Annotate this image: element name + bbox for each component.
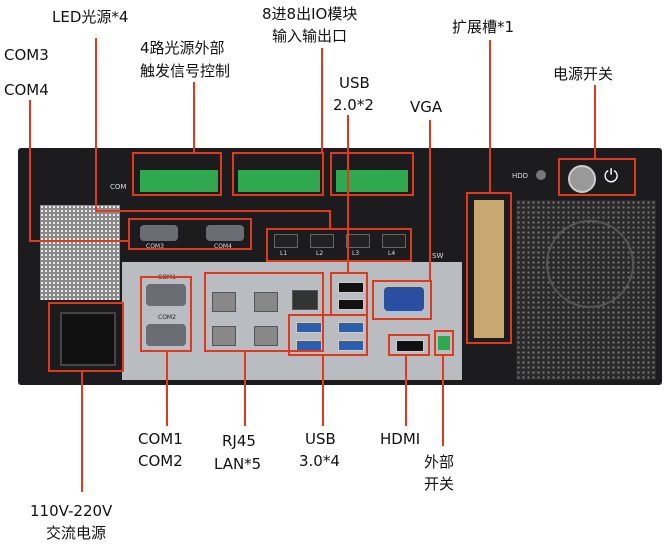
external-switch-terminal[interactable] xyxy=(438,336,450,350)
io-callout-box-2 xyxy=(330,152,414,196)
usb3-port-3[interactable] xyxy=(338,322,364,333)
callout-line xyxy=(244,352,246,426)
rj45-port-2[interactable] xyxy=(254,292,278,312)
callout-line xyxy=(29,240,130,242)
power-button[interactable] xyxy=(568,165,596,193)
label-usb2-1: USB xyxy=(339,74,370,92)
usb3-port-4[interactable] xyxy=(338,340,364,351)
hdd-text: HDD xyxy=(512,172,529,180)
com4-port[interactable] xyxy=(206,225,244,241)
fan xyxy=(546,220,634,308)
led-port-4[interactable] xyxy=(382,234,406,248)
sw-text: SW xyxy=(432,252,444,260)
usb2-callout-box xyxy=(330,272,368,316)
com1-port[interactable] xyxy=(146,284,186,306)
power-callout-box xyxy=(48,302,124,372)
label-com4: COM4 xyxy=(4,81,49,99)
callout-line xyxy=(429,120,431,280)
label-led: LED光源*4 xyxy=(52,8,129,26)
label-usb3-1: USB xyxy=(305,430,336,448)
com3-port[interactable] xyxy=(140,225,178,241)
label-rj45-1: RJ45 xyxy=(222,432,256,450)
label-usb2-2: 2.0*2 xyxy=(333,96,374,114)
callout-line xyxy=(81,372,83,492)
label-com1: COM1 xyxy=(138,430,183,448)
usb3-callout-box xyxy=(288,314,368,356)
expansion-slot-cover xyxy=(474,200,504,338)
label-ext-switch-1: 外部 xyxy=(424,453,455,471)
vga-callout-box xyxy=(372,280,432,320)
callout-line xyxy=(594,85,596,158)
rj45-port-5[interactable] xyxy=(292,290,318,310)
rj45-port-4[interactable] xyxy=(254,326,278,346)
label-power-1: 110V-220V xyxy=(30,502,113,520)
com-text: COM xyxy=(110,183,127,191)
ext-switch-callout-box xyxy=(434,330,454,356)
left-vent xyxy=(40,205,120,300)
callout-line xyxy=(405,356,407,426)
label-com2: COM2 xyxy=(138,452,183,470)
label-vga: VGA xyxy=(410,98,443,116)
ac-power-socket[interactable] xyxy=(60,312,116,366)
com2-port-text: COM2 xyxy=(158,314,176,321)
callout-line xyxy=(489,40,491,192)
label-expansion: 扩展槽*1 xyxy=(452,18,515,36)
callout-line xyxy=(347,115,349,272)
usb2-port-2[interactable] xyxy=(338,299,364,310)
label-io-1: 8进8出IO模块 xyxy=(262,5,358,23)
led-port-2[interactable] xyxy=(310,234,334,248)
io-callout-box-1 xyxy=(232,152,324,196)
callout-line xyxy=(95,38,97,212)
usb2-port-1[interactable] xyxy=(338,282,364,293)
rj45-callout-box xyxy=(204,272,324,352)
com34-callout-box xyxy=(128,218,252,250)
l3-text: L3 xyxy=(352,250,360,257)
l4-text: L4 xyxy=(388,250,396,257)
label-ext-switch-2: 开关 xyxy=(424,475,455,493)
callout-line xyxy=(442,356,444,446)
callout-line xyxy=(29,100,31,242)
callout-line xyxy=(95,210,331,212)
hdmi-callout-box xyxy=(388,334,430,356)
l1-text: L1 xyxy=(280,250,288,257)
rj45-port-1[interactable] xyxy=(212,292,236,312)
callout-line xyxy=(321,48,323,152)
io-terminal-2[interactable] xyxy=(336,170,408,192)
label-hdmi: HDMI xyxy=(380,430,421,448)
callout-line xyxy=(322,356,324,426)
power-icon: ⏻ xyxy=(604,166,619,187)
com4-port-text: COM4 xyxy=(214,243,232,250)
com12-callout-box xyxy=(140,276,192,352)
vga-port[interactable] xyxy=(384,287,424,311)
label-power-2: 交流电源 xyxy=(46,524,107,542)
callout-line xyxy=(329,210,331,228)
led-port-1[interactable] xyxy=(274,234,298,248)
usb3-port-1[interactable] xyxy=(296,322,322,333)
label-usb3-2: 3.0*4 xyxy=(299,452,340,470)
label-trigger-1: 4路光源外部 xyxy=(140,39,225,57)
rj45-port-3[interactable] xyxy=(212,326,236,346)
label-rj45-2: LAN*5 xyxy=(214,455,262,473)
led-port-3[interactable] xyxy=(346,234,370,248)
hdd-led xyxy=(536,170,546,180)
label-power-switch: 电源开关 xyxy=(553,65,614,83)
led-callout-box xyxy=(266,228,412,262)
l2-text: L2 xyxy=(316,250,324,257)
power-switch-callout-box xyxy=(558,158,636,196)
callout-line xyxy=(193,82,195,152)
io-terminal-1[interactable] xyxy=(238,170,320,192)
hdmi-port[interactable] xyxy=(396,340,424,352)
label-io-2: 输入输出口 xyxy=(272,27,348,45)
label-trigger-2: 触发信号控制 xyxy=(140,62,231,80)
label-com3: COM3 xyxy=(4,46,49,64)
expansion-callout-box xyxy=(466,192,512,344)
trigger-terminal[interactable] xyxy=(140,170,218,192)
callout-line xyxy=(166,352,168,426)
com2-port[interactable] xyxy=(146,324,186,346)
trigger-callout-box xyxy=(132,152,222,196)
com3-port-text: COM3 xyxy=(146,243,164,250)
